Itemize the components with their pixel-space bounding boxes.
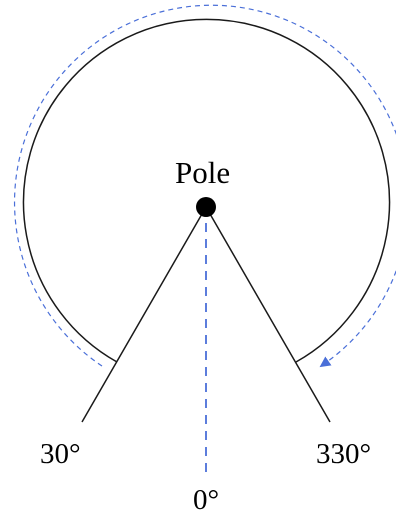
angle-label-0: 0° <box>193 484 220 516</box>
main-arc <box>22 18 391 363</box>
angle-label-30: 30° <box>40 438 81 470</box>
ray-30-deg <box>81 206 207 423</box>
pole-dot <box>196 197 216 217</box>
pole-label: Pole <box>175 155 231 190</box>
ray-330-deg <box>205 206 331 423</box>
angle-label-330: 330° <box>316 438 372 470</box>
